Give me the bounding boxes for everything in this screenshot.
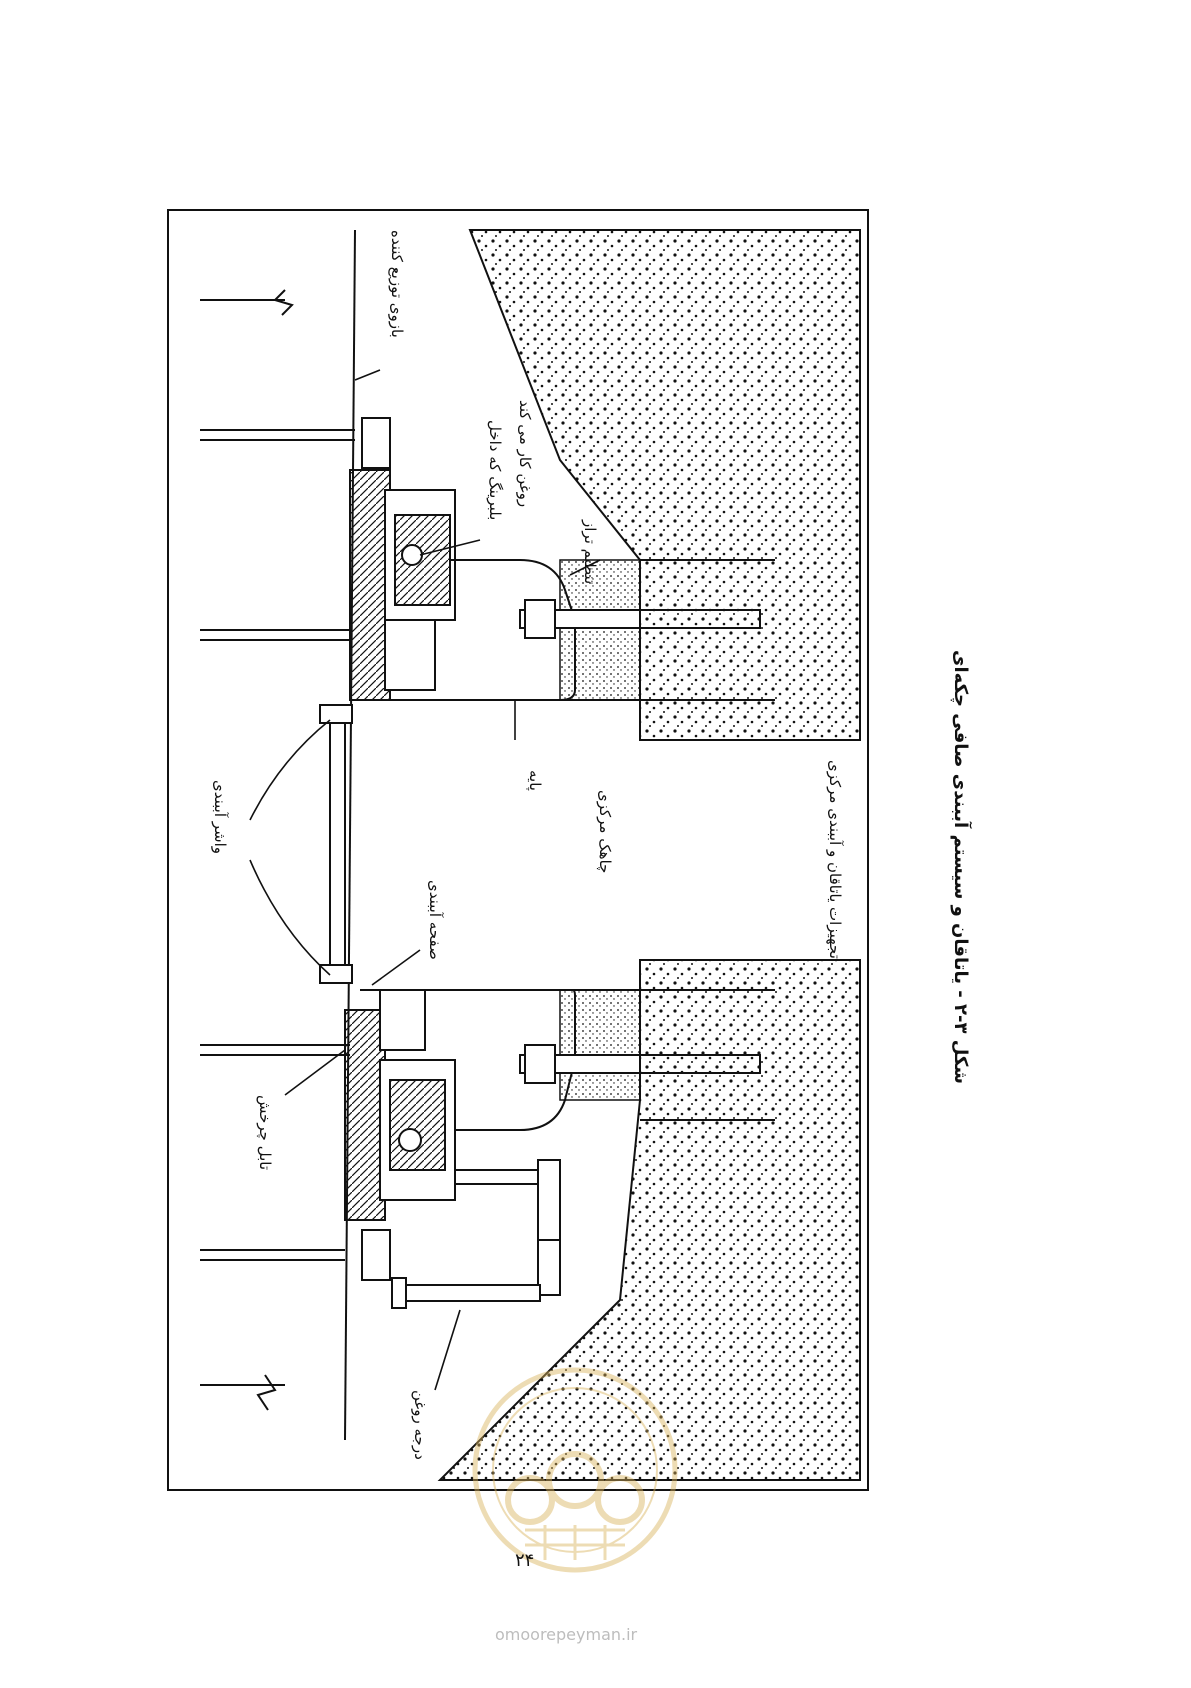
central-pillar <box>360 559 775 1101</box>
gravel-bottom <box>437 959 861 1481</box>
figure-title: تجهیزات یاتاقان و آببندی مرکزی <box>826 760 844 959</box>
arm-bolts <box>361 417 391 1281</box>
label-oil-gauge: درجه روغن <box>411 1390 429 1460</box>
figure-labels: بازوی توزیع کننده بلبرینگ که داخل روغن ک… <box>211 230 973 1460</box>
seal-washer-rod <box>319 704 353 984</box>
vertical-rods <box>200 429 355 1261</box>
label-rotating-table: تابل چرخش <box>256 1095 274 1170</box>
label-distributor-arm: بازوی توزیع کننده <box>388 230 406 338</box>
label-seal-washer: واشر آببندی <box>211 780 229 854</box>
watermark-site: omoorepeyman.ir <box>495 1625 638 1644</box>
bottom-bearing-assembly <box>344 984 576 1221</box>
arm-break-marks <box>200 289 294 1411</box>
label-oil-running: روغن کار می کند <box>516 400 534 507</box>
label-level-adjust: تنظیم تراز <box>581 519 599 584</box>
top-bearing-assembly <box>349 469 576 701</box>
figure-frame <box>167 209 869 1491</box>
leader-lines <box>249 369 601 1391</box>
label-inner-bearing: بلبرینگ که داخل <box>486 420 504 520</box>
omoorepeyman-seal-logo <box>472 1367 678 1573</box>
label-center-well: چاهک مرکزی <box>596 790 614 873</box>
oil-gauge-pipe <box>391 1159 561 1309</box>
page-number: ۲۴ <box>515 1550 535 1571</box>
distributor-arm-line <box>344 229 356 1441</box>
label-seal-plate: صفحه آببندی <box>426 880 444 960</box>
figure-caption: شکل ۳-۲ - یاتاقان و سیستم آببندی صافی چک… <box>950 650 973 1084</box>
label-base: پایه <box>525 770 544 791</box>
